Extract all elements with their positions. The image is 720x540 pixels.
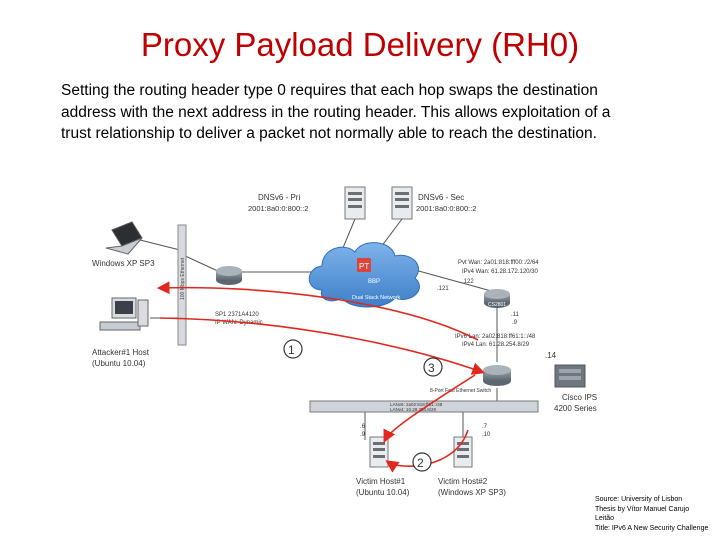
cs2801-router-icon — [484, 289, 510, 308]
left-router-icon — [216, 266, 242, 285]
hop-2-badge — [412, 452, 432, 472]
dns-secondary-name: DNSv6 - Sec — [418, 193, 464, 202]
victim-1-server-icon — [369, 436, 389, 468]
pvt-wan-label: Pvt Wan: 2a01:818:fff00::/2/64 — [458, 260, 539, 266]
victim1-label-2: (Ubuntu 10.04) — [356, 488, 410, 497]
sp-label-1: SP1 2371A4120 — [215, 312, 259, 318]
victim1-addr-9: .9 — [360, 432, 366, 438]
lan-bar-label-1: LANv6: 2a02:818:ff61::/48 — [390, 402, 443, 407]
router-addr-9: .9 — [512, 320, 518, 326]
attacker-label-2: (Ubuntu 10.04) — [92, 359, 146, 368]
router-addr-14: .14 — [545, 351, 557, 360]
ipv4-lan-label: IPv4 Lan: 61.28.254.8/29 — [462, 342, 530, 348]
hop-2-label: 2 — [417, 456, 424, 470]
hop-3-label: 3 — [428, 361, 435, 375]
router-addr-122: .122 — [462, 279, 474, 285]
sp-label-2: IP WAN: Dynamic — [215, 320, 263, 326]
victim2-label-1: Victim Host#2 — [438, 477, 488, 486]
victim1-label-1: Victim Host#1 — [356, 477, 406, 486]
cloud-subtitle: Dual Stack Network — [352, 295, 401, 301]
switch-label: 8-Port Fast Ethernet Switch — [430, 388, 491, 394]
ipv6-lan-label: IPv6 Lan: 2a02:818:ff61:1::/48 — [455, 334, 536, 340]
left-switch-label: 100 Mbps Ethernet — [180, 257, 186, 300]
hop-1-badge — [283, 339, 303, 359]
victim2-addr-7: .7 — [482, 424, 488, 430]
dual-stack-cloud-icon: PT — [308, 242, 420, 308]
packet-path-arrows — [156, 281, 486, 473]
lan-bar-label-2: LANv4: 10.28.254.8/29 — [390, 407, 437, 412]
cisco-ips-label-2: 4200 Series — [554, 404, 597, 413]
hop-3-badge — [423, 357, 443, 377]
router-addr-11: .11 — [511, 312, 520, 318]
dns-primary-server-icon — [344, 186, 366, 220]
victim-2-server-icon — [453, 436, 473, 468]
source-citation: Source: University of Lisbon Thesis by V… — [595, 495, 708, 533]
router-cs-label: CS2801 — [488, 302, 506, 308]
windows-label: Windows XP SP3 — [92, 259, 155, 268]
router-addr-121: .121 — [437, 286, 449, 292]
source-line-3: Leitão — [595, 515, 615, 522]
source-line-4: Title: IPv6 A New Security Challenge — [595, 524, 709, 532]
hop-1-label: 1 — [288, 343, 295, 357]
source-line-1: Source: University of Lisbon — [595, 496, 683, 503]
victim2-label-2: (Windows XP SP3) — [438, 488, 506, 497]
slide-title: Proxy Payload Delivery (RH0) — [140, 26, 580, 63]
slide-body-text: Setting the routing header type 0 requir… — [61, 82, 611, 142]
cisco-ips-label-1: Cisco IPS — [562, 393, 597, 402]
ipv4-wan-label: IPv4 Wan: 61.28.172.120/30 — [462, 269, 538, 275]
source-line-2: Thesis by Vítor Manuel Carujo — [595, 505, 690, 513]
dns-primary-address: 2001:8a0:0:800::2 — [248, 204, 308, 213]
windows-laptop-icon — [105, 221, 143, 255]
attacker-pc-icon — [99, 297, 149, 331]
attacker-label-1: Attacker#1 Host — [92, 348, 150, 357]
victim1-addr-6: .6 — [360, 424, 366, 430]
lan-bar — [309, 400, 539, 413]
victim2-addr-10: .10 — [482, 432, 491, 438]
cisco-ips-icon — [554, 364, 586, 388]
dns-primary-name: DNSv6 - Pri — [258, 193, 300, 202]
middle-router-icon — [483, 365, 511, 386]
cloud-name: BBP — [368, 279, 380, 285]
dns-secondary-address: 2001:8a0:0:800::2 — [416, 204, 476, 213]
svg-text:PT: PT — [359, 262, 369, 271]
dns-secondary-server-icon — [391, 186, 413, 220]
left-switch — [177, 224, 187, 346]
